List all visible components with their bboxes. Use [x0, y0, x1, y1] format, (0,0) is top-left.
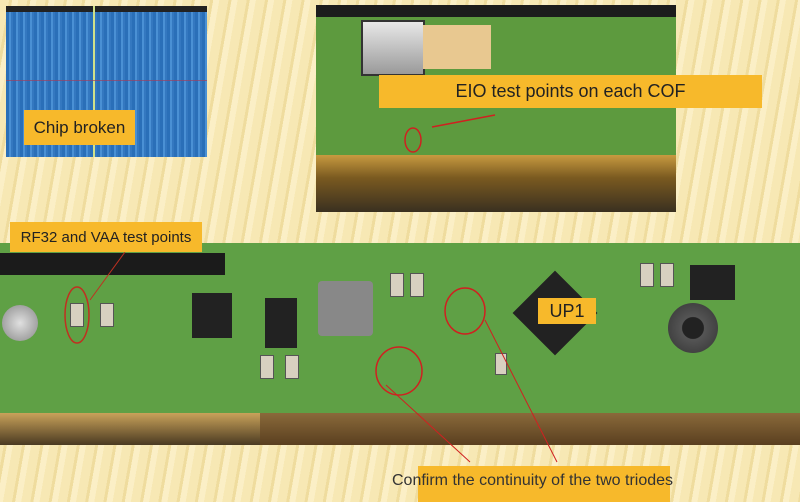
triode-arrow-1 [484, 319, 558, 463]
chip-line [6, 80, 207, 81]
rf32-vaa-label: RF32 and VAA test points [10, 222, 202, 252]
triodes-label-bg [418, 466, 670, 502]
tcon-board-photo [0, 243, 800, 445]
triode-circle-2 [375, 346, 423, 396]
triodes-label: Confirm the continuity of the two triode… [392, 472, 674, 489]
triode-arrow-2 [385, 384, 471, 463]
up1-label: UP1 [538, 298, 596, 324]
eio-test-points-label: EIO test points on each COF [379, 75, 762, 108]
eio-arrow [431, 114, 496, 128]
rf32-circle [64, 286, 90, 344]
screw [2, 305, 38, 341]
triode-circle-1 [444, 287, 486, 335]
cof-flex-cable [316, 155, 676, 212]
rf32-arrow [89, 251, 126, 301]
chip-broken-label: Chip broken [24, 110, 135, 145]
eio-circle [404, 127, 422, 153]
chip-crack [93, 6, 95, 157]
